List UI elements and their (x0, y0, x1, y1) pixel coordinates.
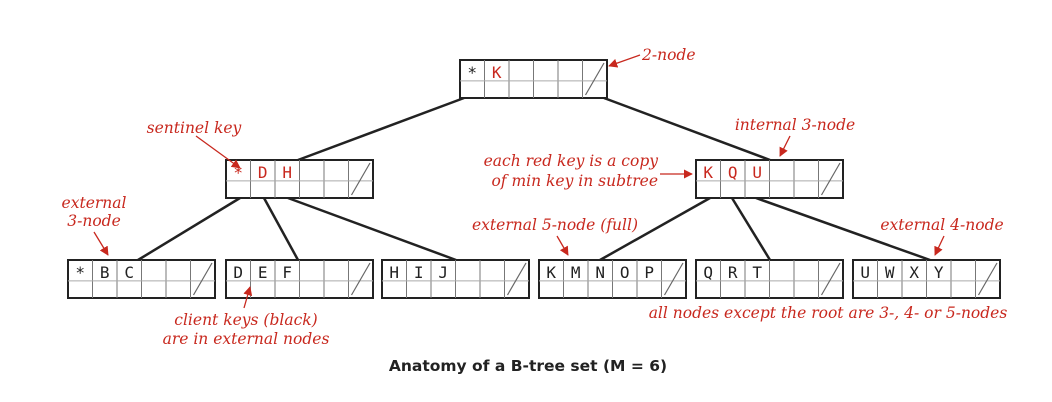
link-right-leaf6 (755, 196, 931, 262)
note-red-copy-line1: each red key is a copy (484, 152, 659, 170)
tree-links (137, 96, 931, 262)
node-key: X (909, 263, 919, 282)
arrow-external-five-node (556, 235, 569, 256)
node-key: D (258, 163, 268, 182)
node-key: Q (703, 263, 713, 282)
node-key: C (124, 263, 134, 282)
node-key: M (571, 263, 581, 282)
null-slot-mark (192, 262, 213, 296)
node-key: F (282, 263, 292, 282)
null-slot-mark (350, 162, 371, 196)
note-internal-three-node: internal 3-node (735, 116, 855, 134)
arrow-external-three-node (93, 231, 109, 256)
node-key: K (703, 163, 713, 182)
node-key: K (546, 263, 556, 282)
node-key: * (233, 163, 243, 182)
node-key: D (233, 263, 243, 282)
node-key: K (492, 63, 502, 82)
link-left-leaf3 (287, 196, 457, 262)
node-key: H (389, 263, 399, 282)
arrow-two-node (608, 54, 641, 68)
null-slot-mark (584, 62, 605, 96)
link-root-right (603, 96, 771, 162)
node-key: * (467, 63, 477, 82)
note-external-four-node: external 4-node (880, 216, 1003, 234)
node-key: P (644, 263, 654, 282)
note-client-keys-line2: are in external nodes (163, 330, 330, 348)
node-key: R (728, 263, 738, 282)
arrow-internal-three-node (779, 135, 791, 157)
node-key: T (752, 263, 762, 282)
node-key: Y (934, 263, 944, 282)
note-red-copy-line2: of min key in subtree (491, 172, 658, 190)
node-key: W (885, 263, 895, 282)
note-all-nodes: all nodes except the root are 3-, 4- or … (649, 304, 1008, 322)
note-client-keys-line1: client keys (black) (174, 311, 317, 329)
null-slot-mark (977, 262, 998, 296)
node-key: N (595, 263, 605, 282)
node-key: B (100, 263, 110, 282)
link-right-leaf5 (730, 197, 772, 261)
note-two-node: 2-node (641, 46, 696, 64)
link-left-leaf1 (137, 196, 241, 262)
note-external-three-line2: 3-node (67, 212, 121, 230)
null-slot-mark (663, 262, 684, 296)
node-key: H (282, 163, 292, 182)
node-key: E (258, 263, 268, 282)
node-key: J (438, 263, 448, 282)
arrow-external-four-node (934, 235, 945, 256)
link-root-left (297, 96, 465, 162)
node-key: * (75, 263, 85, 282)
annotation-arrows (93, 54, 945, 309)
null-slot-mark (506, 262, 527, 296)
diagram-title: Anatomy of a B-tree set (M = 6) (389, 357, 667, 375)
btree-node-root: *K (459, 59, 608, 99)
note-external-three-line1: external (62, 194, 127, 212)
note-external-five-node: external 5-node (full) (472, 216, 638, 234)
null-slot-mark (820, 162, 841, 196)
node-key: O (620, 263, 630, 282)
null-slot-mark (350, 262, 371, 296)
arrow-sentinel-key (195, 135, 241, 169)
arrow-client-keys (243, 286, 253, 309)
link-left-leaf2 (262, 197, 300, 261)
node-key: Q (728, 163, 738, 182)
note-sentinel-key: sentinel key (147, 119, 242, 137)
null-slot-mark (820, 262, 841, 296)
node-key: I (414, 263, 424, 282)
link-right-leaf4 (599, 196, 711, 262)
node-key: U (752, 163, 762, 182)
node-key: U (860, 263, 870, 282)
